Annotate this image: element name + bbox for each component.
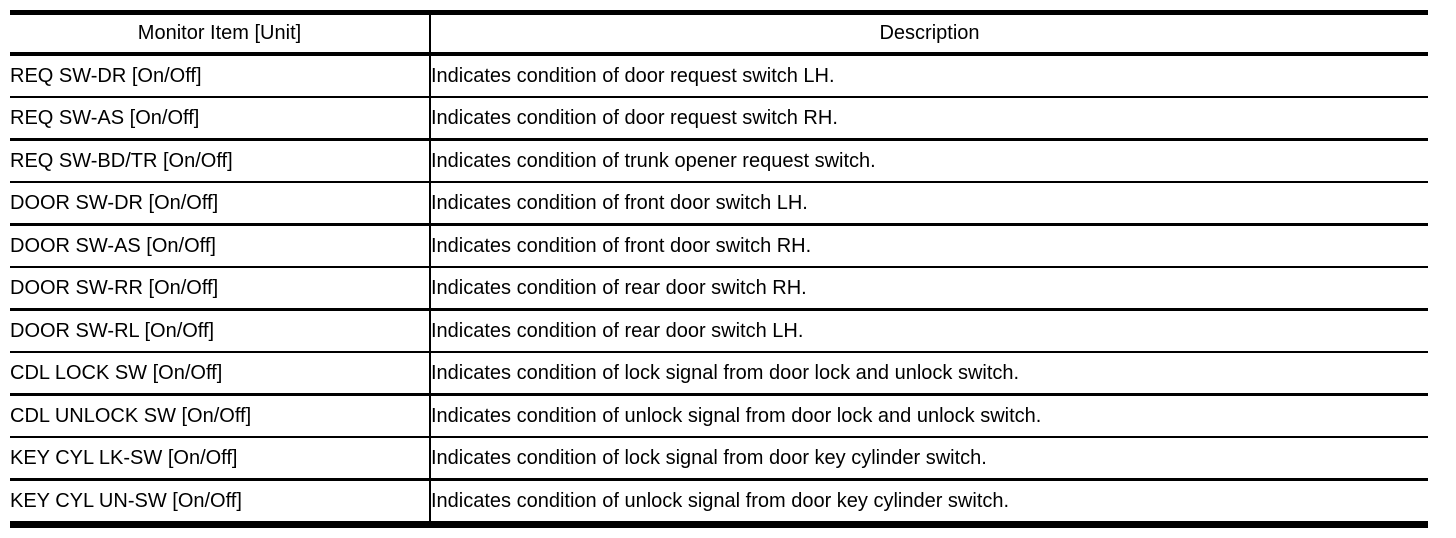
monitor-item-cell: DOOR SW-DR [On/Off] [10,182,431,226]
description-cell: Indicates condition of front door switch… [430,224,1428,268]
description-cell: Indicates condition of trunk opener requ… [430,139,1428,183]
monitor-item-cell: REQ SW-DR [On/Off] [10,54,431,98]
table-row: REQ SW-AS [On/Off] Indicates condition o… [10,97,1428,141]
monitor-item-cell: KEY CYL LK-SW [On/Off] [10,437,431,481]
description-cell: Indicates condition of rear door switch … [430,267,1428,311]
table-row: KEY CYL UN-SW [On/Off] Indicates conditi… [10,479,1428,525]
table-row: DOOR SW-AS [On/Off] Indicates condition … [10,224,1428,268]
column-header-description: Description [430,12,1428,56]
table-row: DOOR SW-RR [On/Off] Indicates condition … [10,267,1428,311]
table-row: CDL UNLOCK SW [On/Off] Indicates conditi… [10,394,1428,438]
description-cell: Indicates condition of unlock signal fro… [431,489,1010,512]
monitor-item-cell: REQ SW-AS [On/Off] [10,97,431,141]
table-row: DOOR SW-DR [On/Off] Indicates condition … [10,182,1428,226]
monitor-item-cell: KEY CYL UN-SW [On/Off] [10,479,431,525]
monitor-item-cell: DOOR SW-RR [On/Off] [10,267,431,311]
table-row: CDL LOCK SW [On/Off] Indicates condition… [10,352,1428,396]
monitor-item-cell: REQ SW-BD/TR [On/Off] [10,139,431,183]
description-cell: Indicates condition of lock signal from … [430,352,1428,396]
monitor-item-cell: DOOR SW-AS [On/Off] [10,224,431,268]
table-row: DOOR SW-RL [On/Off] Indicates condition … [10,309,1428,353]
monitor-item-cell: CDL UNLOCK SW [On/Off] [10,394,431,438]
table-row: REQ SW-DR [On/Off] Indicates condition o… [10,54,1428,98]
description-cell: Indicates condition of door request swit… [430,54,1428,98]
description-cell: Indicates condition of door request swit… [430,97,1428,141]
description-cell: Indicates condition of unlock signal fro… [430,394,1428,438]
table-row: REQ SW-BD/TR [On/Off] Indicates conditio… [10,139,1428,183]
column-header-monitor-item: Monitor Item [Unit] [10,12,431,56]
description-cell: Indicates condition of rear door switch … [430,309,1428,353]
description-cell: Indicates condition of front door switch… [430,182,1428,226]
monitor-item-cell: CDL LOCK SW [On/Off] [10,352,431,396]
monitor-item-cell: DOOR SW-RL [On/Off] [10,309,431,353]
description-cell: Indicates condition of lock signal from … [430,437,1428,481]
monitor-item-table: Monitor Item [Unit] Description REQ SW-D… [10,10,1428,528]
table-row: KEY CYL LK-SW [On/Off] Indicates conditi… [10,437,1428,481]
table-body: REQ SW-DR [On/Off] Indicates condition o… [10,54,1428,525]
table-header: Monitor Item [Unit] Description [10,12,1428,56]
header-row: Monitor Item [Unit] Description [10,12,1428,56]
